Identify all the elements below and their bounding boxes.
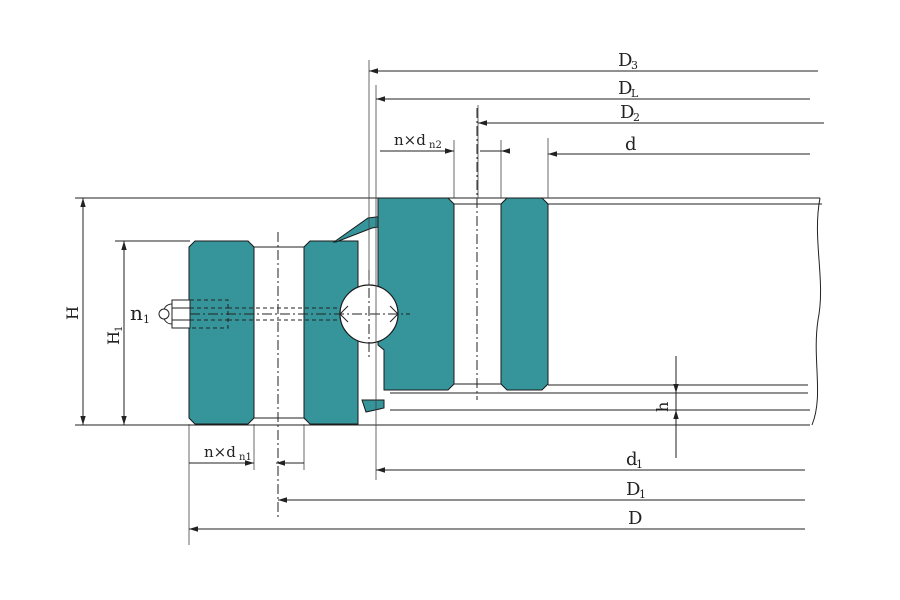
label-n1: n (130, 301, 143, 325)
svg-text:1: 1 (114, 326, 125, 332)
label-D: D (628, 508, 642, 529)
svg-text:1: 1 (636, 458, 643, 471)
svg-text:3: 3 (631, 59, 638, 72)
label-n1-group: n 1 (130, 301, 150, 326)
label-h: h (653, 402, 672, 412)
dimension-H1: H 1 (104, 241, 127, 425)
label-H1: H (104, 331, 123, 345)
extension-lines (188, 60, 549, 545)
svg-text:n1: n1 (239, 452, 252, 463)
label-d: d (625, 134, 637, 155)
dimension-D3: D 3 (369, 50, 818, 74)
label-d1: d (626, 449, 638, 470)
svg-text:n2: n2 (429, 140, 442, 151)
label-DL: D (618, 78, 632, 99)
dimension-D: D (189, 508, 805, 532)
dimension-n-dn2: n×d n2 (380, 131, 510, 154)
dimension-DL: D L (376, 78, 810, 102)
svg-text:2: 2 (633, 111, 640, 124)
seal-top (332, 215, 385, 243)
svg-text:1: 1 (143, 313, 150, 326)
label-D2: D (620, 102, 634, 123)
inner-ring-right-section (500, 197, 549, 391)
dimension-n-dn1: n×d n1 (189, 443, 304, 466)
label-n-dn2: n×d (394, 131, 426, 149)
dimension-d1: d 1 (376, 449, 805, 473)
dimension-H: H (63, 198, 86, 425)
svg-text:L: L (631, 87, 639, 100)
label-H: H (63, 306, 82, 320)
dimension-D2: D 2 (478, 102, 824, 126)
label-n-dn1: n×d (204, 443, 236, 461)
svg-text:1: 1 (639, 488, 646, 501)
label-D1: D (626, 479, 640, 500)
seal-bottom (361, 399, 385, 413)
dimension-h: h (653, 356, 679, 458)
inner-ring (377, 197, 549, 391)
outer-ring-left-section (188, 240, 255, 425)
dimension-D1: D 1 (278, 479, 805, 503)
dimension-d: d (548, 134, 810, 157)
label-D3: D (618, 50, 632, 71)
grease-nipple (158, 299, 340, 329)
